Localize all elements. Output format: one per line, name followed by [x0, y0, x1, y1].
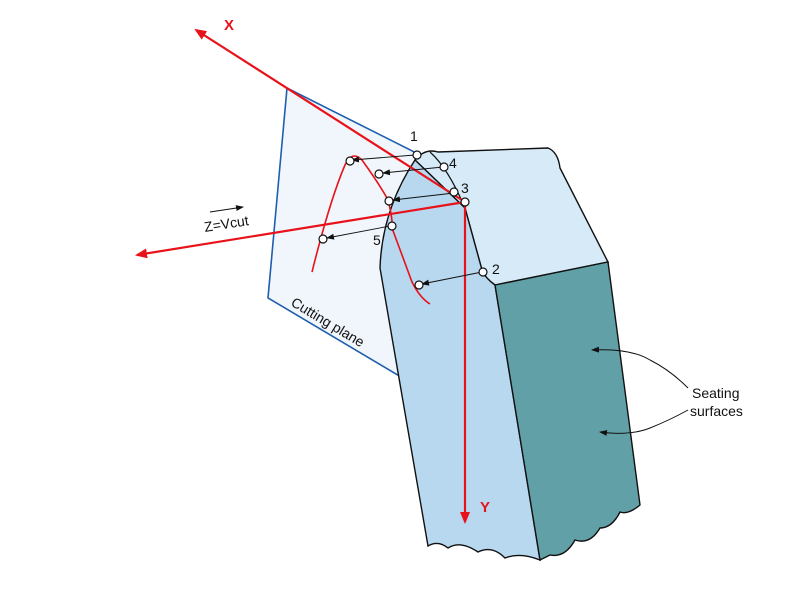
edge-point-4 [439, 162, 449, 172]
projected-point-2 [414, 280, 424, 290]
projected-point-4 [374, 169, 384, 179]
projection-arrow-5 [326, 225, 391, 240]
edge-point-1 [412, 150, 422, 160]
projected-point-1 [345, 156, 355, 166]
projection-arrow-3 [392, 192, 455, 203]
edge-point-2 [478, 267, 488, 277]
x-axis-label: X [224, 17, 234, 34]
point-label-3: 3 [461, 180, 469, 196]
projected-point-3 [384, 196, 394, 206]
y-axis-label: Y [480, 499, 490, 516]
point-label-1: 1 [410, 128, 418, 144]
edge-point-5 [387, 221, 397, 231]
projection-arrow-4 [382, 166, 444, 176]
point-label-2: 2 [492, 261, 500, 277]
seating-label-line1: Seating [692, 385, 739, 401]
edge-point-origin [460, 197, 470, 207]
projection-arrow-1 [351, 154, 416, 163]
projected-point-5 [318, 234, 328, 244]
z-axis-label: Z=Vcut [203, 212, 250, 235]
point-label-4: 4 [449, 155, 457, 171]
point-label-5: 5 [373, 232, 381, 248]
seating-label-line2: surfaces [690, 403, 743, 419]
seating-leader-lower [599, 409, 689, 436]
seating-leader-upper [591, 346, 689, 389]
edge-point-3 [449, 187, 459, 197]
seating-surface [494, 261, 641, 562]
z-direction-arrow [209, 205, 244, 213]
projection-arrow-2 [421, 271, 483, 286]
z-axis [135, 200, 466, 259]
x-axis [194, 28, 466, 203]
